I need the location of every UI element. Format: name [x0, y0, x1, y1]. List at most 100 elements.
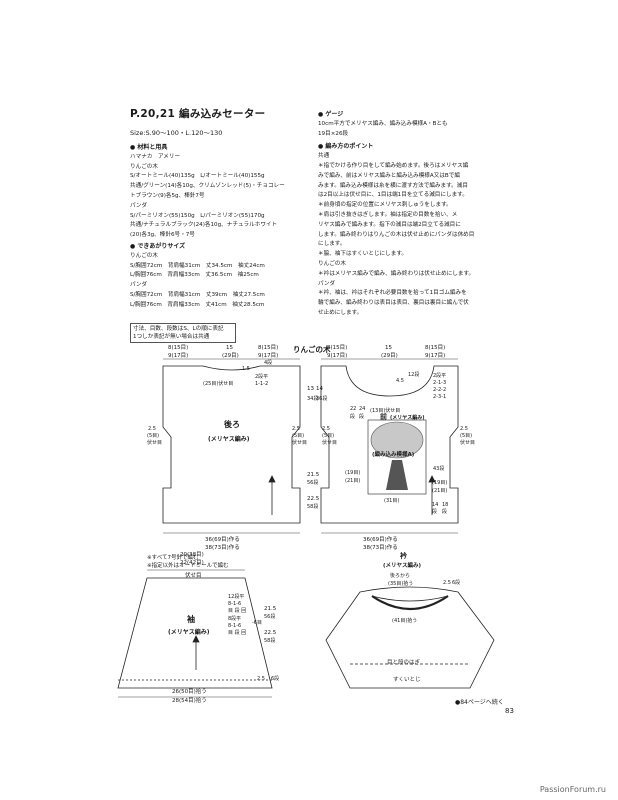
- sleeve-dec-a: 12段平: [228, 593, 244, 600]
- back-shoulder-left-b: 9(17目): [168, 352, 188, 359]
- sleeve-rows-s: 56段: [264, 613, 275, 620]
- collar-front-pick: (41目)拾う: [392, 617, 417, 624]
- front-arm-right-b: (5目): [460, 433, 472, 439]
- sleeve-dec-c: 目 段 回: [228, 607, 246, 614]
- front-inner-l: 24: [359, 406, 365, 412]
- back-arm-left-b: (5目): [147, 433, 159, 439]
- sleeve-cuff-b: 6段: [271, 675, 279, 682]
- front-neck-rows: 12段: [408, 371, 419, 378]
- text-line: ハマナカ アメリー: [130, 153, 181, 160]
- front-bottom-rows-s: 14: [432, 502, 438, 508]
- size-range: Size:S.90～100・L.120～130: [130, 129, 223, 137]
- text-line: L/胸囲76cm 背肩幅33cm 丈36.5cm 袖25cm: [130, 272, 259, 279]
- front-shoulder-right-b: 9(17目): [425, 352, 445, 359]
- text-line: パンダ: [130, 282, 148, 289]
- collar-pick-a: 後ろから: [390, 572, 410, 579]
- text-line: 輪で編み、編み終わりは表目は表目、裏目は裏目に編んで伏: [318, 300, 469, 307]
- text-line: S/オートミール(40)135g L/オートミール(40)155g: [130, 173, 265, 180]
- text-line: りんごの木: [130, 163, 158, 170]
- text-line: ＊衿、袖は、衿はそれぞれ必要目数を拾って1目ゴム編みを: [318, 290, 467, 297]
- back-arm-right-a: 2.5: [292, 426, 300, 432]
- front-stitch-type: (メリヤス編み): [390, 414, 425, 421]
- text-line: 共通/ナチュラルブラック(24)各10g、ナチュラルホワイト: [130, 222, 278, 229]
- sleeve-label: 袖: [186, 614, 195, 624]
- collar-pick-b: (35目)拾う: [388, 580, 413, 587]
- back-neck-width-b: (29目): [222, 352, 239, 359]
- back-arm-left-c: 伏せ目: [147, 439, 162, 446]
- text-line: ＊肩は引き抜きはぎします。袖は指定の目数を拾い、メ: [318, 211, 458, 218]
- sleeve-dec-f: 目 段 回: [228, 629, 246, 636]
- sleeve-top-b: 22(42目): [180, 559, 204, 566]
- front-shoulder-left-b: 9(17目): [327, 352, 347, 359]
- front-neck-dec-c: 2-2-2: [433, 387, 446, 393]
- back-bottom-b: 38(73目)作る: [205, 543, 240, 551]
- text-line: せ止めにします。: [318, 309, 363, 316]
- page-number: 83: [505, 707, 514, 715]
- diagram-section-title: りんごの木: [293, 344, 331, 354]
- collar-height-a: 2.5: [443, 580, 451, 586]
- armhole-rows-s: 34段: [307, 395, 318, 402]
- front-arm-right-a: 2.5: [460, 426, 468, 432]
- legend-needle: ※すべて7号針で編む: [147, 553, 199, 561]
- text-line: 共通/グリーン(14)各10g、クリムゾンレッド(5)・チョコレー: [130, 183, 285, 190]
- size-notation-note: 寸法、目数、段数はS、Lの順に表記 1つしか表記が無い場合は共通: [130, 323, 236, 343]
- back-stitch-type: (メリヤス編み): [208, 435, 250, 443]
- back-neck-width-a: 15: [226, 345, 233, 351]
- front-bottom-st: (31目): [384, 498, 399, 504]
- body-length-l: 22.5: [307, 496, 320, 502]
- text-line: ＊脇、袖下はすくいとじにします。: [318, 251, 407, 258]
- front-neck-dec-b: 2-1-3: [433, 380, 446, 386]
- text-line: パンダ: [130, 202, 148, 209]
- text-line: 共通: [318, 153, 330, 160]
- front-arm-left-c: 伏せ目: [322, 439, 337, 446]
- text-line: ＊指でかける作り目をして編み始めます。後ろはメリヤス編: [318, 162, 469, 169]
- text-line: りんごの木: [318, 260, 346, 267]
- front-left-st-a: (19目): [345, 470, 360, 476]
- sleeve-len-s: 21.5: [264, 606, 277, 612]
- front-motif-label: (編み込み模様A): [372, 450, 415, 458]
- text-line: ＊衿はメリヤス編みで編み、編み終わりは伏せ止めにします。: [318, 270, 475, 277]
- armhole-depth-l: 14: [316, 386, 323, 392]
- collar-label: 衿: [400, 551, 408, 560]
- front-arm-left-a: 2.5: [322, 426, 330, 432]
- text-line: は2目以上は伏せ目に、1目は端1目を立てる減目にします。: [318, 192, 468, 199]
- text-line: にします。: [318, 241, 346, 248]
- text-line: します。編み終わりはりんごの木は伏せ止めにパンダは休め目: [318, 231, 475, 238]
- points-list: 共通＊指でかける作り目をして編み始めます。後ろはメリヤス編みで編み、前はメリヤス…: [318, 152, 474, 319]
- back-neck-dec-a: 2段平: [255, 373, 268, 380]
- sleeve-stitch-type: (メリヤス編み): [168, 628, 210, 636]
- back-arm-left-a: 2.5: [148, 426, 156, 432]
- note-line: 1つしか表記が無い場合は共通: [133, 334, 210, 340]
- front-bottom-rows-l: 18: [442, 502, 448, 508]
- sleeve-dec-d: 8段平: [228, 615, 241, 622]
- back-arm-right-b: (5目): [292, 433, 304, 439]
- text-line: S/胸囲72cm 背肩幅31cm 丈39cm 袖丈27.5cm: [130, 291, 265, 298]
- front-neck-dec-d: 2-3-1: [433, 394, 446, 400]
- front-neck-depth: 4.5: [396, 378, 404, 384]
- text-line: 10cm平方でメリヤス編み、編み込み模様A・Bとも: [318, 120, 448, 127]
- sleeve-dec-b: 8-1-6: [228, 601, 241, 607]
- back-arm-right-c: 伏せ目: [292, 439, 307, 446]
- pattern-title: P.20,21 編み込みセーター: [130, 108, 266, 120]
- sleeve-bottom-b: 28(54目)拾う: [172, 696, 207, 704]
- collar-stitch-type: (メリヤス編み): [383, 561, 422, 569]
- back-neck-bind: (25目)伏せ目: [203, 380, 233, 387]
- points-heading: ● 編み方のポイント: [318, 143, 374, 151]
- armhole-rows-l: 36段: [316, 395, 327, 402]
- back-neck-h1: 1.5: [242, 366, 250, 372]
- front-inner-rows-s: 段: [350, 413, 355, 420]
- front-arm-right-c: 伏せ目: [460, 439, 475, 446]
- text-line: (20)各3g、棒針6号・7号: [130, 232, 195, 239]
- back-bottom-a: 36(69目)作る: [205, 535, 240, 543]
- text-line: りんごの木: [130, 252, 158, 259]
- text-line: リヤス編みで編みます。指下の減目は端2目立てる減目に: [318, 221, 461, 228]
- text-line: S/胸囲72cm 背肩幅31cm 丈34.5cm 袖丈24cm: [130, 262, 265, 269]
- front-label: 前: [380, 412, 387, 421]
- text-line: S/パーミリオン(55)150g L/パーミリオン(55)170g: [130, 212, 265, 219]
- back-shoulder-right-a: 8(15目): [258, 344, 278, 351]
